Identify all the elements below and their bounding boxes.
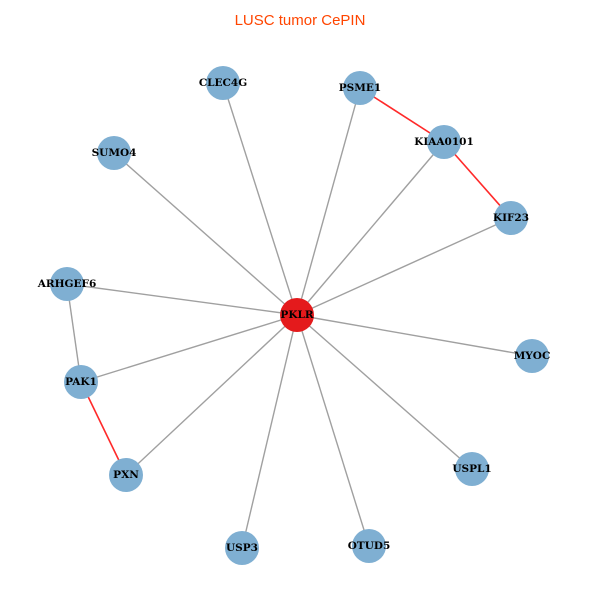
node-pklr[interactable]: PKLR — [280, 298, 314, 332]
edge-pklr-kif23 — [296, 217, 512, 316]
node-circle — [515, 339, 549, 373]
edge-pklr-sumo4 — [113, 152, 298, 316]
node-label: CLEC4G — [199, 77, 247, 89]
node-psme1[interactable]: PSME1 — [339, 71, 381, 105]
node-circle — [352, 529, 386, 563]
node-label: KIF23 — [493, 212, 529, 224]
node-kiaa0101[interactable]: KIAA0101 — [414, 125, 474, 159]
node-kif23[interactable]: KIF23 — [493, 201, 529, 235]
node-pxn[interactable]: PXN — [109, 458, 143, 492]
edge-pklr-otud5 — [296, 314, 370, 547]
node-label: MYOC — [514, 350, 551, 362]
node-arhgef6[interactable]: ARHGEF6 — [37, 267, 97, 301]
edge-pklr-pxn — [125, 314, 298, 476]
node-circle — [64, 365, 98, 399]
node-circle — [225, 531, 259, 565]
edge-pklr-pak1 — [80, 314, 298, 383]
node-circle — [206, 66, 240, 100]
edge-pklr-uspl1 — [296, 314, 473, 470]
node-label: KIAA0101 — [414, 136, 474, 148]
node-sumo4[interactable]: SUMO4 — [92, 136, 137, 170]
node-circle — [50, 267, 84, 301]
node-label: PKLR — [280, 309, 313, 321]
diagram-title: LUSC tumor CePIN — [234, 12, 366, 29]
edge-pklr-myoc — [296, 314, 533, 357]
node-circle — [427, 125, 461, 159]
node-label: USPL1 — [452, 463, 491, 475]
node-usp3[interactable]: USP3 — [225, 531, 259, 565]
node-myoc[interactable]: MYOC — [514, 339, 551, 373]
node-circle — [109, 458, 143, 492]
node-circle — [343, 71, 377, 105]
edge-pklr-psme1 — [296, 87, 361, 316]
node-clec4g[interactable]: CLEC4G — [199, 66, 247, 100]
node-uspl1[interactable]: USPL1 — [452, 452, 492, 486]
node-label: OTUD5 — [348, 540, 391, 552]
edge-pak1-pxn — [80, 381, 127, 476]
edge-pklr-clec4g — [222, 82, 298, 316]
node-otud5[interactable]: OTUD5 — [348, 529, 391, 563]
node-label: ARHGEF6 — [37, 278, 97, 290]
node-circle — [97, 136, 131, 170]
node-circle — [280, 298, 314, 332]
node-circle — [455, 452, 489, 486]
node-label: PXN — [113, 469, 139, 481]
edge-pklr-arhgef6 — [66, 283, 298, 316]
node-circle — [494, 201, 528, 235]
node-label: PSME1 — [339, 82, 381, 94]
node-label: SUMO4 — [92, 147, 137, 159]
edge-pklr-kiaa0101 — [296, 141, 445, 316]
node-pak1[interactable]: PAK1 — [64, 365, 98, 399]
node-label: PAK1 — [65, 376, 97, 388]
node-label: USP3 — [226, 542, 258, 554]
edge-pklr-usp3 — [241, 314, 298, 549]
